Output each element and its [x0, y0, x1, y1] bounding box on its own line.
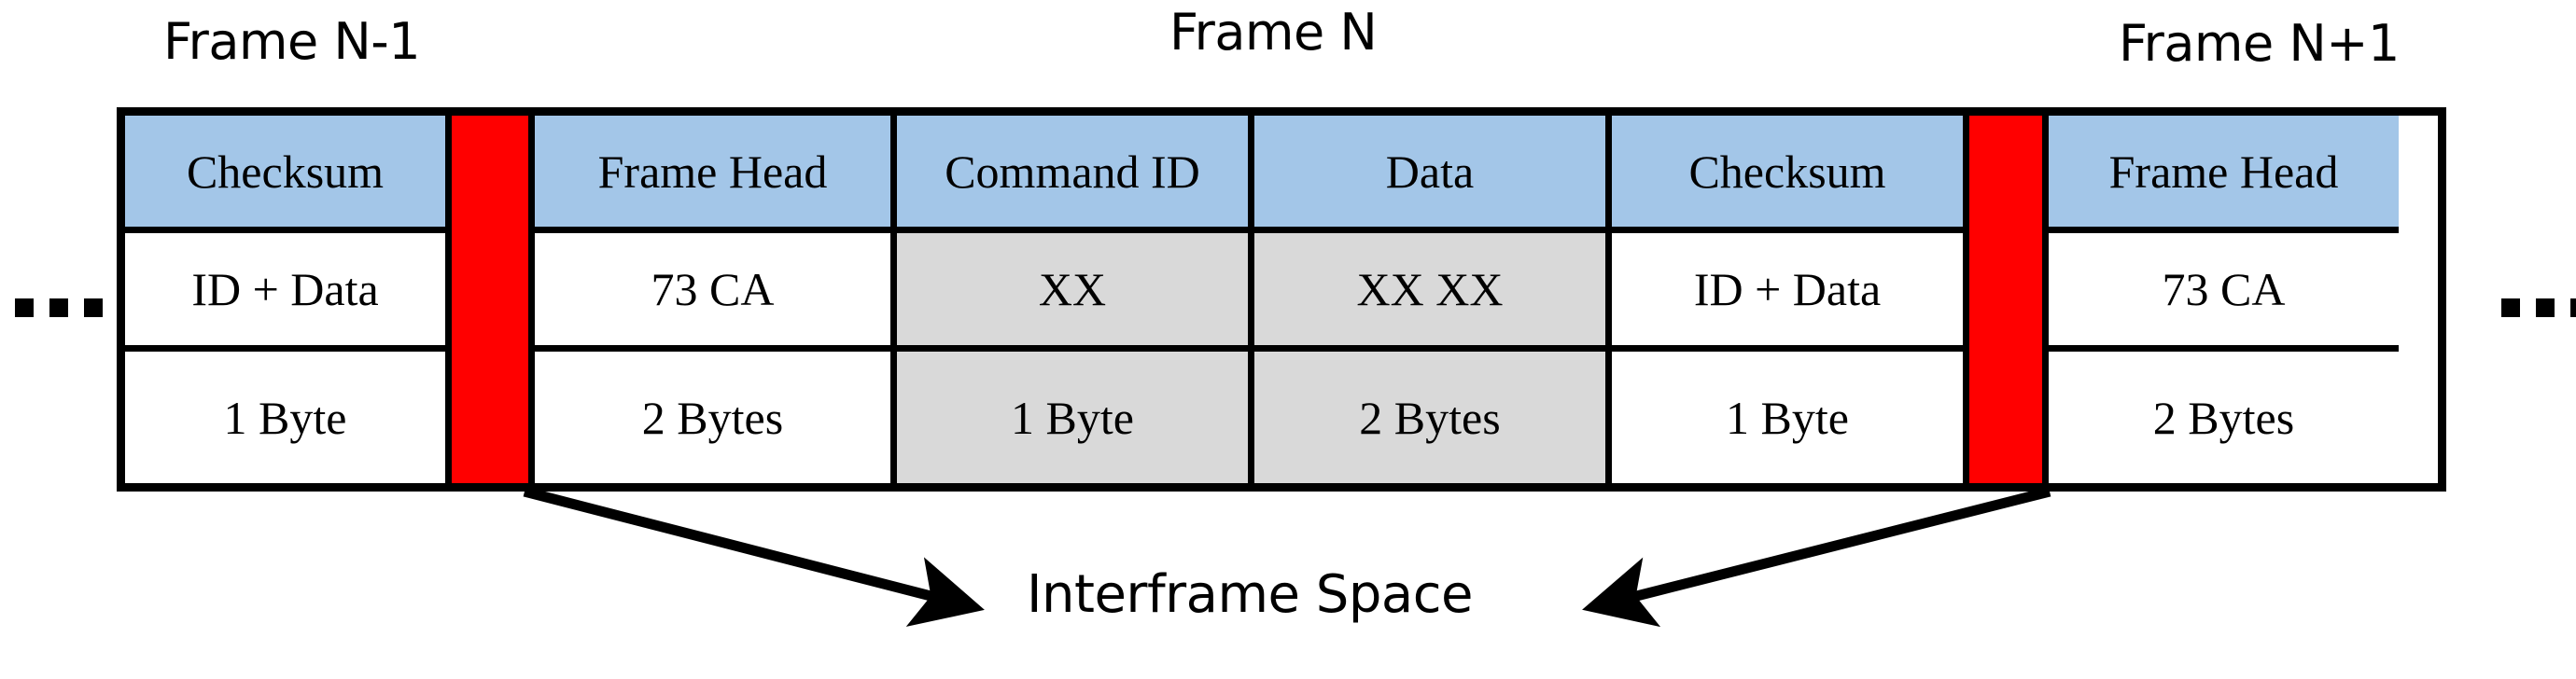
field-value-cell: ID + Data	[1612, 233, 1963, 352]
ellipsis-left-icon	[15, 298, 103, 317]
frame-label-next: Frame N+1	[2119, 14, 2400, 73]
field-size-cell: 1 Byte	[897, 352, 1248, 483]
field-name-cell: Checksum	[125, 116, 445, 233]
field-name-cell: Frame Head	[2049, 116, 2399, 233]
field-value-cell: XX	[897, 233, 1248, 352]
field-size-cell: 1 Byte	[1612, 352, 1963, 483]
interframe-gap-fill	[452, 116, 528, 483]
arrow-left-interframe	[523, 486, 985, 627]
ellipsis-right-icon	[2501, 298, 2576, 317]
field-name-cell: Command ID	[897, 116, 1248, 233]
field-name-cell: Data	[1254, 116, 1605, 233]
interframe-space-caption: Interframe Space	[1027, 564, 1473, 625]
field-size-cell: 1 Byte	[125, 352, 445, 483]
field-name-cell: Frame Head	[535, 116, 890, 233]
frame-label-current: Frame N	[1169, 3, 1378, 62]
field-value-cell: 73 CA	[2049, 233, 2399, 352]
interframe-gap-column	[1969, 116, 2049, 483]
field-name-cell: Checksum	[1612, 116, 1963, 233]
field-value-cell: ID + Data	[125, 233, 445, 352]
interframe-gap-column	[452, 116, 535, 483]
frame-label-previous: Frame N-1	[163, 12, 421, 71]
field-size-cell: 2 Bytes	[1254, 352, 1605, 483]
field-size-cell: 2 Bytes	[535, 352, 890, 483]
field-size-cell: 2 Bytes	[2049, 352, 2399, 483]
interframe-gap-fill	[1969, 116, 2042, 483]
arrow-right-interframe	[1582, 486, 2051, 628]
field-value-cell: XX XX	[1254, 233, 1605, 352]
field-value-cell: 73 CA	[535, 233, 890, 352]
